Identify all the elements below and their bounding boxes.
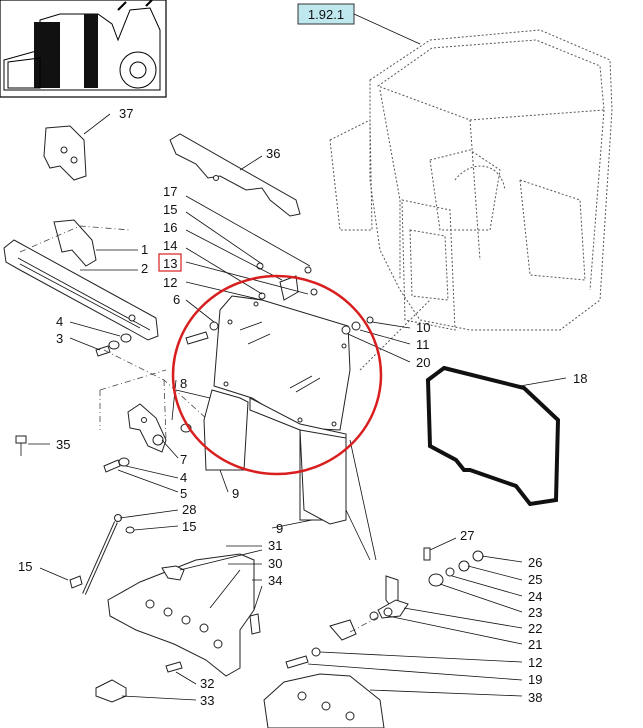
- callout: 22: [528, 621, 542, 636]
- callout: 28: [182, 502, 196, 517]
- callout-labels: 37 36 17 15 16 14 13 12 6 1 2 4 3 10 11 …: [18, 106, 587, 708]
- part-36-support: [169, 133, 301, 217]
- callout: 16: [163, 220, 177, 235]
- part-7-bracket: [103, 379, 192, 493]
- callout: 9: [276, 521, 283, 536]
- callout: 4: [180, 470, 187, 485]
- part-28-gas-strut: [39, 509, 179, 595]
- part-1-2-rails: [3, 219, 159, 341]
- callout: 21: [528, 637, 542, 652]
- callout: 12: [163, 275, 177, 290]
- section-reference: 1.92.1: [297, 3, 421, 45]
- callout: 17: [163, 184, 177, 199]
- part-18-seal: [425, 365, 567, 507]
- callout: 9: [232, 486, 239, 501]
- part-37-bracket: [43, 113, 111, 181]
- callout: 34: [268, 573, 282, 588]
- callout: 19: [528, 672, 542, 687]
- callout: 36: [266, 146, 280, 161]
- callout: 23: [528, 605, 542, 620]
- callout: 12: [528, 655, 542, 670]
- callout: 32: [200, 676, 214, 691]
- callout: 20: [416, 355, 430, 370]
- callout: 4: [56, 314, 63, 329]
- callout: 37: [119, 106, 133, 121]
- callout: 31: [268, 538, 282, 553]
- boxed-callout-frame: [158, 253, 182, 272]
- callout: 6: [173, 292, 180, 307]
- callout: 26: [528, 555, 542, 570]
- callout: 8: [180, 376, 187, 391]
- part-38-lower-cover: [263, 673, 523, 728]
- part-30-step-cover: [95, 549, 263, 703]
- lower-right-fastener-set: [285, 537, 523, 681]
- callout: 30: [268, 556, 282, 571]
- callout: 15: [182, 519, 196, 534]
- callout: 24: [528, 589, 542, 604]
- part-3-4-bolt: [69, 321, 132, 357]
- callout: 15: [163, 202, 177, 217]
- callout: 15: [18, 559, 32, 574]
- callout-boxed: 13: [163, 256, 177, 271]
- reference-number: 1.92.1: [308, 7, 344, 22]
- callout: 5: [180, 486, 187, 501]
- callout: 33: [200, 693, 214, 708]
- tractor-thumbnail: [0, 0, 167, 98]
- callout: 1: [141, 242, 148, 257]
- callout: 7: [180, 452, 187, 467]
- callout: 14: [163, 238, 177, 253]
- callout: 18: [573, 371, 587, 386]
- part-35-bolt: [15, 435, 50, 456]
- callout: 25: [528, 572, 542, 587]
- callout: 35: [56, 437, 70, 452]
- callout: 3: [56, 331, 63, 346]
- callout: 2: [141, 261, 148, 276]
- callout: 27: [460, 528, 474, 543]
- cab-frame: [329, 29, 613, 371]
- callout: 38: [528, 690, 542, 705]
- door-glass-assembly: [175, 195, 411, 561]
- callout: 10: [416, 320, 430, 335]
- callout: 11: [416, 337, 430, 352]
- highlight-circle: [171, 274, 383, 476]
